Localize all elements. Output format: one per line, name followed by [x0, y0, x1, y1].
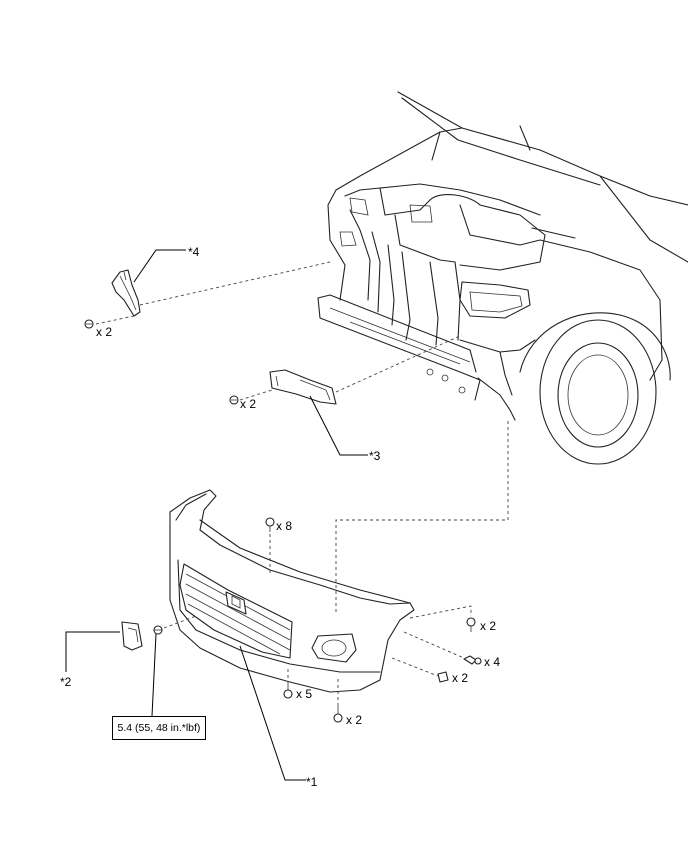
callout-part4: *4	[188, 245, 200, 259]
clip-icon-right-upper	[466, 617, 476, 632]
vehicle-body-illustration	[317, 91, 688, 465]
qty-bottom-center: x 5	[296, 687, 312, 701]
part-2-cover	[121, 621, 143, 651]
clip-icon-bottom-right	[333, 706, 343, 723]
clip-icon-bottom-center	[283, 684, 293, 699]
part-3-bracket	[269, 369, 337, 405]
qty-clip-part4: x 2	[96, 325, 112, 339]
part-4-bracket	[111, 269, 141, 317]
clip-icon-part3	[229, 395, 239, 405]
screw-icon-right	[463, 655, 482, 665]
assembly-lines	[95, 261, 509, 706]
callout-part2: *2	[60, 675, 72, 689]
screw-icon-part2	[153, 625, 163, 635]
leader-lines	[65, 249, 368, 781]
qty-bottom-right: x 2	[346, 713, 362, 727]
callout-part1: *1	[306, 775, 318, 789]
qty-right-screw: x 4	[484, 655, 500, 669]
clip-icon-bumper-top	[265, 517, 275, 532]
qty-bumper-top: x 8	[276, 519, 292, 533]
qty-clip-part3: x 2	[240, 397, 256, 411]
nut-icon-right-lower	[437, 671, 449, 683]
torque-spec-box: 5.4 (55, 48 in.*lbf)	[112, 716, 206, 740]
clip-icon-part4	[84, 319, 94, 329]
qty-right-lower: x 2	[452, 671, 468, 685]
part-1-bumper-cover	[169, 489, 415, 693]
qty-right-upper: x 2	[480, 619, 496, 633]
callout-part3: *3	[369, 449, 381, 463]
